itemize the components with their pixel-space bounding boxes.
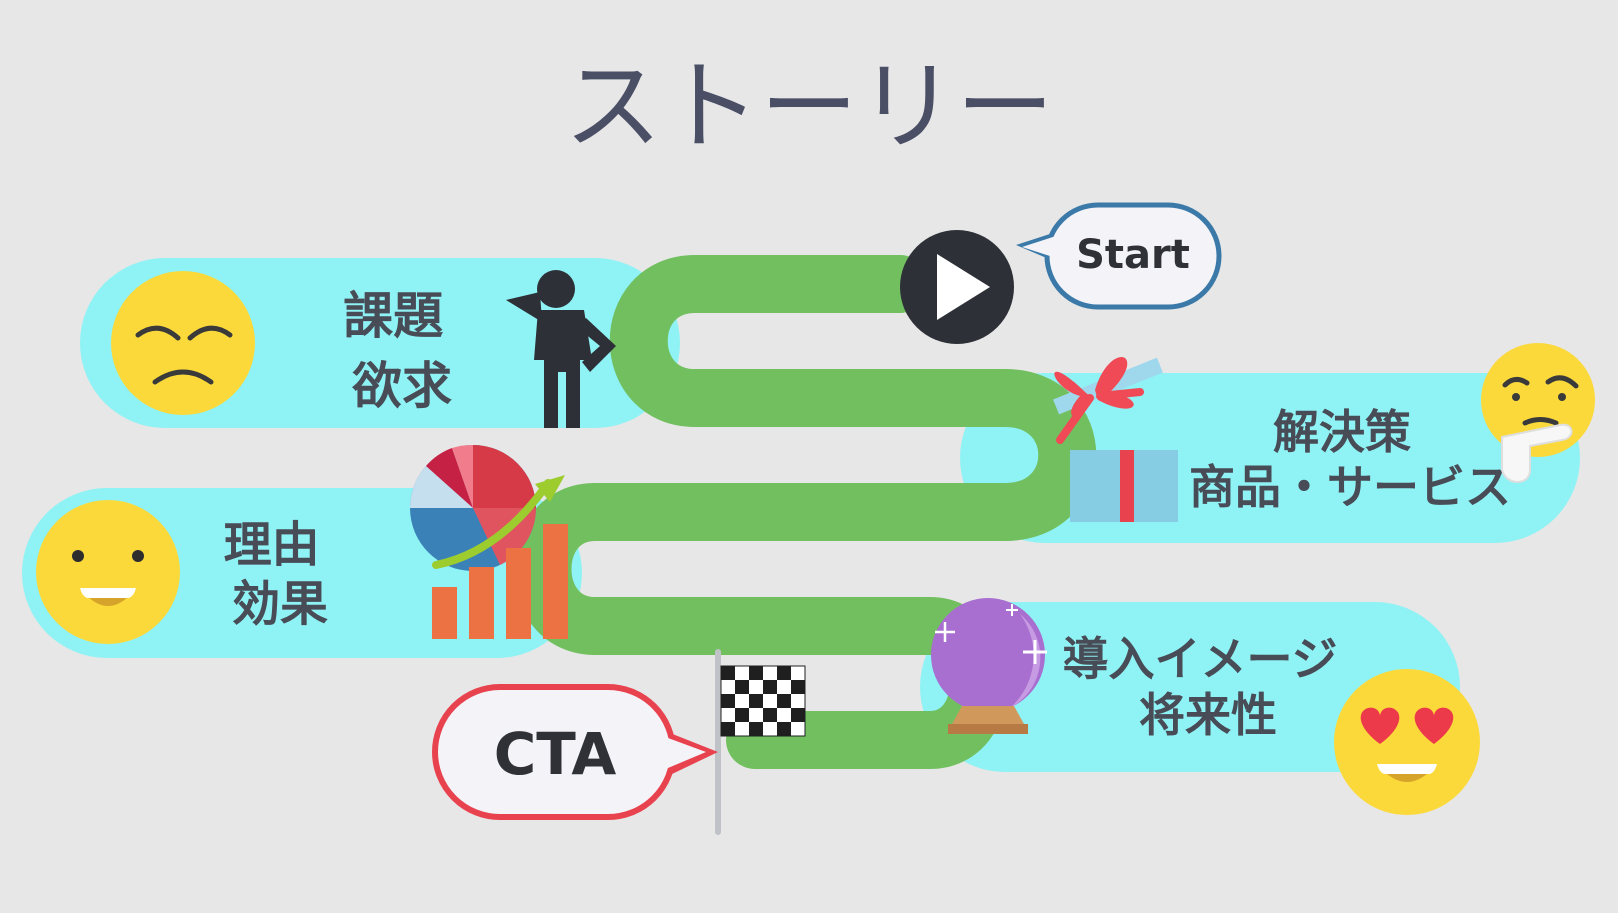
stage-reason-line-2: 効果 — [232, 576, 328, 632]
smiling-face-icon — [36, 500, 180, 644]
stage-solution-line-2: 商品・サービス — [1189, 460, 1511, 514]
chart-growth-icon — [410, 444, 568, 639]
start-bubble: Start — [1016, 202, 1222, 310]
stage-problem-line-2: 欲求 — [351, 357, 452, 415]
stage-problem-label: 課題 欲求 — [343, 287, 460, 415]
gift-box-icon — [1053, 357, 1178, 522]
band-future — [920, 602, 1460, 772]
cta-bubble: CTA — [432, 684, 718, 820]
stage-future-label: 導入イメージ 将来性 — [1062, 632, 1353, 742]
pensive-face-icon — [111, 271, 255, 415]
stage-reason-line-1: 理由 — [224, 517, 320, 573]
stage-problem-line-1: 課題 — [343, 287, 443, 345]
start-label: Start — [1076, 232, 1190, 278]
goal-flag-icon — [715, 649, 806, 835]
stage-solution-line-1: 解決策 — [1273, 405, 1411, 459]
crystal-ball-icon — [931, 598, 1047, 734]
thinking-face-icon — [1481, 343, 1595, 483]
stage-reason-label: 理由 効果 — [224, 517, 337, 632]
start-play-icon — [900, 230, 1014, 344]
stage-solution-label: 解決策 商品・サービス — [1189, 405, 1511, 514]
thinking-person-icon — [506, 270, 616, 428]
heart-eyes-face-icon — [1334, 669, 1480, 815]
slide-title: ストーリー — [564, 50, 1054, 164]
stage-future-line-1: 導入イメージ — [1062, 632, 1337, 686]
cta-label: CTA — [494, 720, 617, 788]
stage-future-line-2: 将来性 — [1139, 688, 1277, 742]
